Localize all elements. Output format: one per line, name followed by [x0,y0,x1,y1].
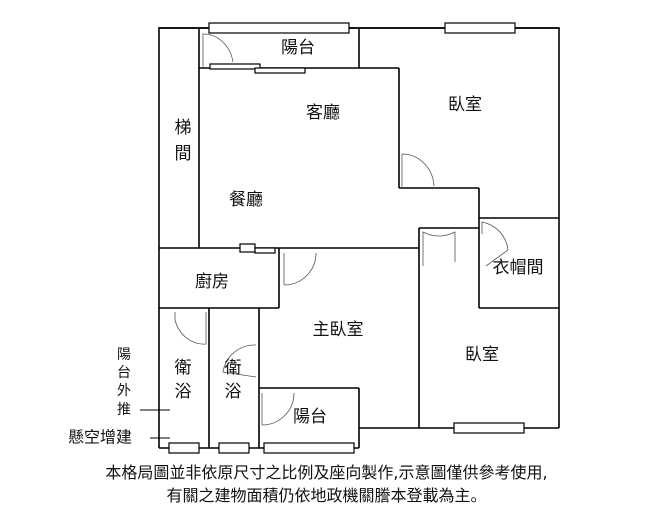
disclaimer-line-2: 有關之建物面積仍依地政機關謄本登載為主。 [166,486,487,505]
leader-lines [140,409,170,439]
disclaimer-line-1: 本格局圖並非依原尺寸之比例及座向製作,示意圖僅供參考使用, [105,463,548,482]
room-label-walk-in-closet: 衣帽間 [493,258,544,278]
room-label-bathroom-1a: 衛 [175,358,192,378]
annotation-balcony-extended-4: 推 [117,402,131,418]
annotation-suspended-addition: 懸空增建 [68,428,132,447]
annotation-balcony-extended-2: 台 [117,365,131,381]
room-label-bathroom-1b: 浴 [175,382,192,402]
room-label-bathroom-2a: 衛 [225,358,242,378]
doors [174,33,509,426]
annotation-balcony-extended-1: 陽 [117,347,131,363]
room-label-bedroom-bottom: 臥室 [465,345,499,365]
room-label-balcony-top: 陽台 [281,38,315,58]
room-label-stairwell-2: 間 [175,144,192,164]
room-label-master-bedroom: 主臥室 [313,320,364,340]
room-label-bedroom-top: 臥室 [448,95,482,115]
room-label-dining-room: 餐廳 [229,190,263,210]
room-label-stairwell-1: 梯 [175,118,192,138]
room-label-kitchen: 廚房 [195,271,229,292]
room-label-balcony-bottom: 陽台 [293,407,327,427]
windows [168,22,525,454]
room-label-bathroom-2b: 浴 [225,382,242,402]
room-label-living-room: 客廳 [306,103,340,123]
annotation-balcony-extended-3: 外 [117,383,131,399]
walls [158,27,560,449]
